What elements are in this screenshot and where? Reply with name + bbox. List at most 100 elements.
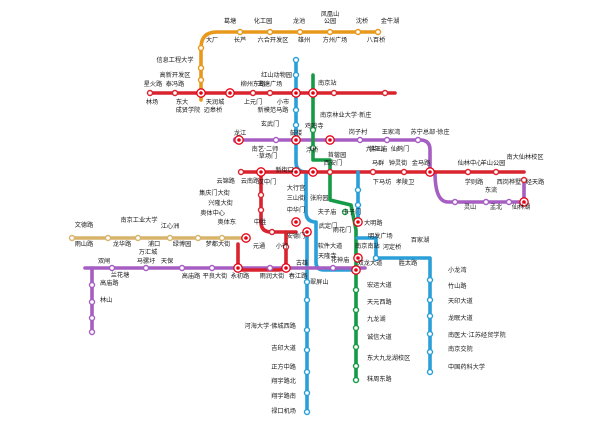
transfer-station-icon-7[interactable]: [325, 135, 335, 145]
transfer-station-icon-8[interactable]: [308, 88, 318, 98]
station-marker-57[interactable]: [303, 389, 311, 397]
station-marker-65[interactable]: [108, 264, 116, 272]
transfer-station-icon-19[interactable]: [281, 263, 291, 273]
station-marker-39[interactable]: [352, 286, 360, 294]
station-marker-62[interactable]: [166, 234, 174, 242]
station-marker-30[interactable]: [326, 168, 334, 176]
transfer-station-icon-17[interactable]: [351, 265, 361, 275]
station-marker-3[interactable]: [266, 28, 274, 36]
transfer-station-icon-15[interactable]: [353, 217, 363, 227]
station-marker-16[interactable]: [381, 89, 389, 97]
station-marker-36[interactable]: [309, 126, 317, 134]
station-marker-59[interactable]: [68, 234, 76, 242]
station-marker-13[interactable]: [266, 89, 274, 97]
station-marker-46[interactable]: [426, 276, 434, 284]
station-marker-18[interactable]: [292, 71, 300, 79]
transfer-station-icon-14[interactable]: [241, 233, 251, 243]
station-marker-56[interactable]: [303, 368, 311, 376]
station-marker-15[interactable]: [330, 89, 338, 97]
transfer-station-icon-5[interactable]: [291, 167, 301, 177]
station-marker-72[interactable]: [88, 298, 96, 306]
station-marker-28[interactable]: [505, 198, 513, 206]
transfer-station-icon-16[interactable]: [353, 253, 363, 263]
station-marker-49[interactable]: [426, 330, 434, 338]
transfer-station-icon-6[interactable]: [308, 167, 318, 177]
station-marker-75[interactable]: [257, 191, 265, 199]
station-marker-4[interactable]: [296, 28, 304, 36]
station-marker-64[interactable]: [218, 234, 226, 242]
station-marker-54[interactable]: [303, 326, 311, 334]
station-marker-11[interactable]: [171, 89, 179, 97]
station-marker-60[interactable]: [104, 234, 112, 242]
station-marker-52[interactable]: [303, 278, 311, 286]
station-marker-17[interactable]: [292, 56, 300, 64]
transfer-station-icon-3[interactable]: [291, 88, 301, 98]
station-marker-43[interactable]: [352, 362, 360, 370]
station-marker-19[interactable]: [292, 106, 300, 114]
transfer-station-icon-20[interactable]: [291, 217, 301, 227]
transfer-station-icon-2[interactable]: [225, 88, 235, 98]
station-marker-22[interactable]: [272, 136, 280, 144]
station-marker-74[interactable]: [88, 328, 96, 336]
station-marker-41[interactable]: [352, 324, 360, 332]
station-marker-8[interactable]: [197, 64, 205, 72]
station-marker-23[interactable]: [356, 136, 364, 144]
station-marker-9[interactable]: [197, 76, 205, 84]
station-marker-45[interactable]: [372, 254, 380, 262]
station-marker-44[interactable]: [352, 376, 360, 384]
station-marker-58[interactable]: [303, 408, 311, 416]
station-marker-1[interactable]: [197, 44, 205, 52]
station-marker-38[interactable]: [341, 208, 349, 216]
station-marker-66[interactable]: [142, 264, 150, 272]
station-marker-2[interactable]: [236, 28, 244, 36]
station-marker-25[interactable]: [414, 136, 422, 144]
station-marker-51[interactable]: [426, 368, 434, 376]
station-marker-69[interactable]: [266, 264, 274, 272]
station-marker-37[interactable]: [309, 144, 317, 152]
station-marker-71[interactable]: [88, 281, 96, 289]
station-marker-40[interactable]: [352, 306, 360, 314]
station-marker-6[interactable]: [354, 28, 362, 36]
transfer-station-icon-4[interactable]: [291, 135, 301, 145]
station-marker-27[interactable]: [482, 198, 490, 206]
station-marker-47[interactable]: [426, 296, 434, 304]
station-marker-32[interactable]: [400, 168, 408, 176]
station-marker-31[interactable]: [369, 168, 377, 176]
transfer-station-icon-13[interactable]: [302, 227, 312, 237]
transfer-station-icon-1[interactable]: [196, 88, 206, 98]
station-marker-55[interactable]: [303, 346, 311, 354]
station-marker-68[interactable]: [208, 264, 216, 272]
station-marker-53[interactable]: [303, 296, 311, 304]
station-marker-76[interactable]: [257, 206, 265, 214]
station-label-t85: 竹山路: [448, 282, 467, 290]
station-label-t86: 天印大道: [448, 297, 473, 305]
transfer-station-icon-12[interactable]: [519, 197, 529, 207]
station-marker-79[interactable]: [354, 186, 362, 194]
station-marker-26[interactable]: [451, 198, 459, 206]
station-marker-29[interactable]: [237, 168, 245, 176]
station-marker-20[interactable]: [292, 121, 300, 129]
station-marker-78[interactable]: [282, 243, 290, 251]
station-marker-67[interactable]: [178, 264, 186, 272]
station-marker-63[interactable]: [194, 234, 202, 242]
station-marker-7[interactable]: [374, 28, 382, 36]
transfer-station-icon-18[interactable]: [233, 263, 243, 273]
station-marker-77[interactable]: [268, 228, 276, 236]
station-marker-10[interactable]: [146, 89, 154, 97]
station-marker-61[interactable]: [134, 234, 142, 242]
station-marker-33[interactable]: [464, 168, 472, 176]
station-marker-80[interactable]: [354, 201, 362, 209]
station-marker-34[interactable]: [492, 168, 500, 176]
station-marker-73[interactable]: [88, 314, 96, 322]
station-marker-42[interactable]: [352, 343, 360, 351]
station-marker-48[interactable]: [426, 312, 434, 320]
transfer-station-icon-11[interactable]: [425, 167, 435, 177]
station-marker-24[interactable]: [383, 136, 391, 144]
station-marker-5[interactable]: [326, 28, 334, 36]
transfer-station-icon-10[interactable]: [234, 135, 244, 145]
station-marker-50[interactable]: [426, 348, 434, 356]
station-marker-35[interactable]: [520, 176, 528, 184]
station-marker-70[interactable]: [329, 264, 337, 272]
transfer-station-icon-9[interactable]: [256, 167, 266, 177]
station-marker-12[interactable]: [249, 89, 257, 97]
